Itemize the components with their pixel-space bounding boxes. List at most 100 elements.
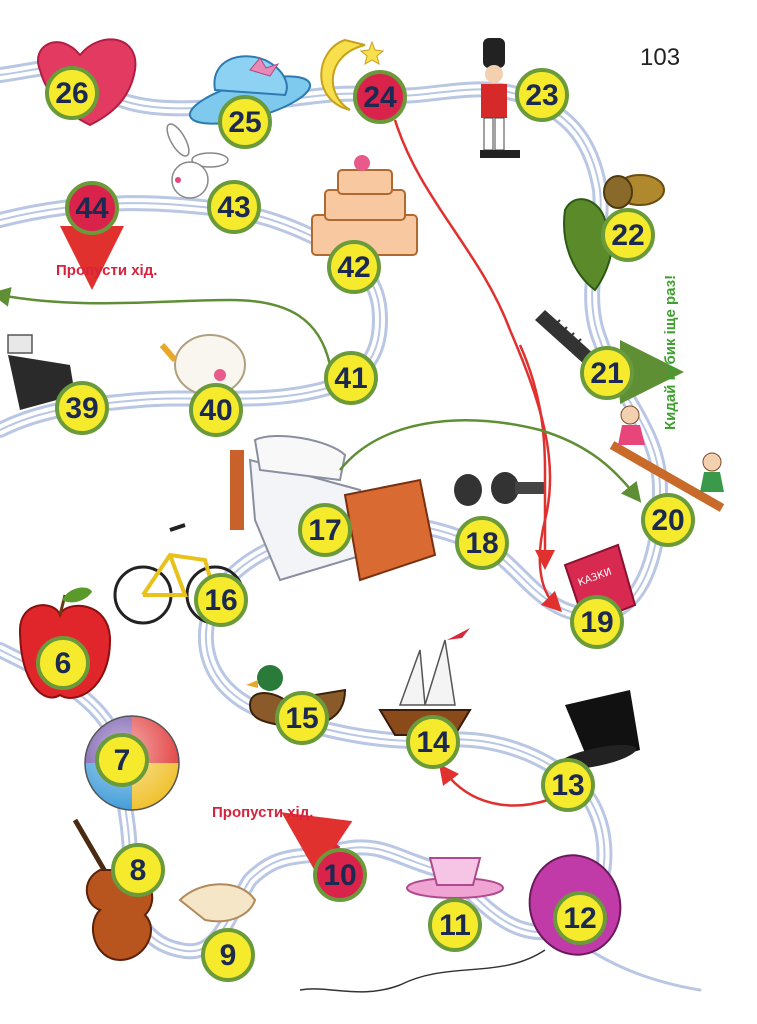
board-cell-21[interactable]: 21 <box>580 346 634 400</box>
cells: 6 7 8 9 10 11 12 13 14 15 16 17 18 19 20 21 22 23 24 25 26 39… <box>36 66 695 982</box>
board-cell-16[interactable]: 16 <box>194 573 248 627</box>
cell-number: 22 <box>611 219 644 252</box>
bunny-icon <box>166 123 229 199</box>
roll-again-note: Кидай кубик іще раз! <box>662 274 679 430</box>
board-cell-22[interactable]: 22 <box>601 208 655 262</box>
board-cell-8[interactable]: 8 <box>111 843 165 897</box>
board-cell-17[interactable]: 17 <box>298 503 352 557</box>
board-cell-24[interactable]: 24 <box>353 70 407 124</box>
cell-circle <box>111 843 165 897</box>
board-cell-40[interactable]: 40 <box>189 383 243 437</box>
cell-number: 15 <box>285 702 318 735</box>
cell-circle <box>194 573 248 627</box>
cell-number: 10 <box>323 859 356 892</box>
board-cell-12[interactable]: 12 <box>553 891 607 945</box>
shortcut-arrow-17-to-20 <box>339 419 642 503</box>
cell-number: 8 <box>130 854 147 887</box>
cell-number: 18 <box>465 527 498 560</box>
cell-number: 12 <box>563 902 596 935</box>
board-cell-14[interactable]: 14 <box>406 715 460 769</box>
cell-circle <box>95 733 149 787</box>
cell-circle <box>515 68 569 122</box>
teapot-icon <box>159 334 246 396</box>
cell-number: 21 <box>590 357 623 390</box>
board-cell-42[interactable]: 42 <box>327 240 381 294</box>
cell-number: 13 <box>551 769 584 802</box>
cell-circle <box>541 758 595 812</box>
cell-number: 26 <box>55 77 88 110</box>
board-cell-20[interactable]: 20 <box>641 493 695 547</box>
cell-number: 44 <box>75 192 109 225</box>
cell-circle <box>65 181 119 235</box>
cell-circle <box>55 381 109 435</box>
board-cell-15[interactable]: 15 <box>275 691 329 745</box>
cell-circle <box>455 516 509 570</box>
cell-number: 6 <box>55 647 72 680</box>
cell-circle <box>189 383 243 437</box>
page-number: 103 <box>640 44 681 71</box>
cell-circle <box>36 636 90 690</box>
cell-number: 40 <box>199 394 232 427</box>
shortcut-arrow-13-to-14 <box>438 764 549 807</box>
shortcut-arrow-24-branch <box>518 344 555 570</box>
cell-circle <box>601 208 655 262</box>
cell-circle <box>580 346 634 400</box>
board-cell-26[interactable]: 26 <box>45 66 99 120</box>
board-cell-39[interactable]: 39 <box>55 381 109 435</box>
bed-icon <box>230 434 437 582</box>
cell-number: 17 <box>308 514 341 547</box>
board-cell-25[interactable]: 25 <box>218 95 272 149</box>
cell-number: 11 <box>439 909 471 942</box>
board-cell-7[interactable]: 7 <box>95 733 149 787</box>
cell-circle <box>298 503 352 557</box>
cell-circle <box>570 595 624 649</box>
shortcut-arrow-41-to-39 <box>0 287 332 366</box>
cell-circle <box>275 691 329 745</box>
board-cell-9[interactable]: 9 <box>201 928 255 982</box>
toy-soldier-icon <box>480 38 520 158</box>
cell-circle <box>428 898 482 952</box>
board-cell-44[interactable]: 44 <box>65 181 119 235</box>
cell-circle <box>207 180 261 234</box>
board-cell-19[interactable]: 19 <box>570 595 624 649</box>
cell-circle <box>353 70 407 124</box>
comb-icon <box>535 310 595 365</box>
cake-icon <box>311 155 418 256</box>
teacup-icon <box>406 857 504 899</box>
board-cell-6[interactable]: 6 <box>36 636 90 690</box>
cell-circle <box>45 66 99 120</box>
acorn-icon <box>563 174 665 292</box>
cell-circle <box>313 848 367 902</box>
board-cell-18[interactable]: 18 <box>455 516 509 570</box>
cell-number: 39 <box>65 392 98 425</box>
cell-number: 16 <box>204 584 237 617</box>
cell-number: 41 <box>334 362 367 395</box>
board-cell-10[interactable]: 10 <box>313 848 367 902</box>
cell-number: 24 <box>363 81 397 114</box>
seesaw-icon <box>609 405 725 512</box>
binoculars-icon <box>454 472 545 506</box>
cell-circle <box>553 891 607 945</box>
cell-circle <box>327 240 381 294</box>
cell-number: 25 <box>228 106 261 139</box>
board-cell-41[interactable]: 41 <box>324 351 378 405</box>
cell-circle <box>406 715 460 769</box>
cell-number: 43 <box>217 191 250 224</box>
board-cell-11[interactable]: 11 <box>428 898 482 952</box>
cell-number: 14 <box>416 726 450 759</box>
board-cell-43[interactable]: 43 <box>207 180 261 234</box>
cell-circle <box>201 928 255 982</box>
board-cell-13[interactable]: 13 <box>541 758 595 812</box>
cell-circle <box>324 351 378 405</box>
cell-number: 23 <box>525 79 558 112</box>
arrow-10-up <box>281 812 353 875</box>
cell-number: 19 <box>580 606 613 639</box>
moon-icon <box>320 38 385 111</box>
cell-circle <box>641 493 695 547</box>
skip-turn-note-10: Пропусти хід. <box>212 804 314 821</box>
board-cell-23[interactable]: 23 <box>515 68 569 122</box>
cell-number: 9 <box>220 939 237 972</box>
cell-number: 20 <box>651 504 684 537</box>
cell-number: 7 <box>114 744 131 777</box>
